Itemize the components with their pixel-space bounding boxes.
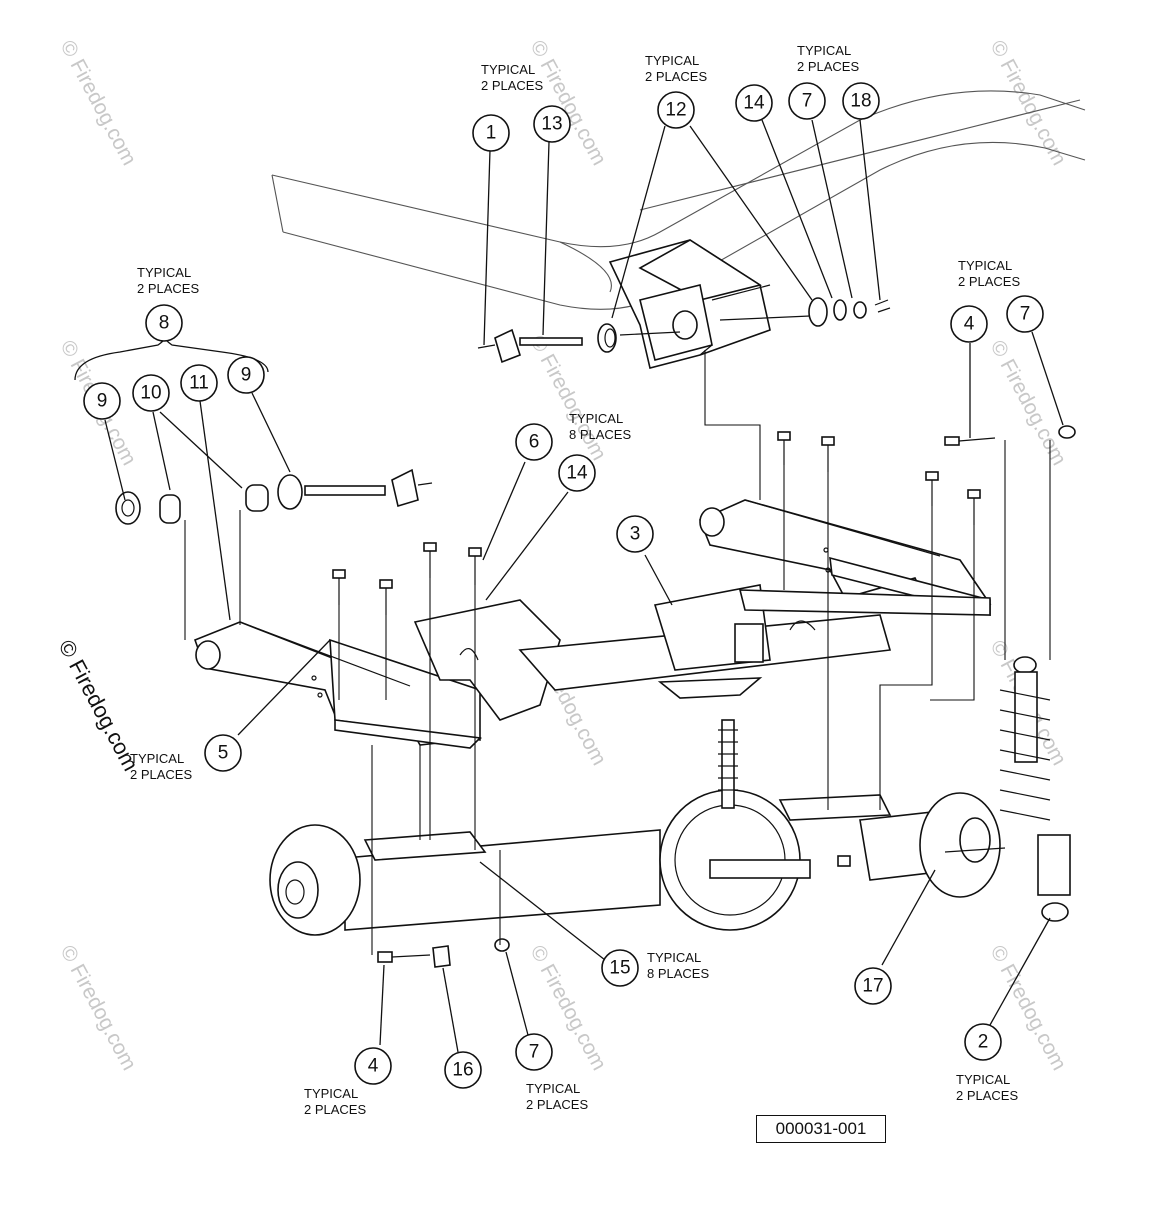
note-bottom-seven: TYPICAL 2 PLACES bbox=[526, 1081, 588, 1112]
callout-8: 8 bbox=[145, 304, 183, 342]
callout-15-number: 15 bbox=[609, 958, 630, 979]
watermark-text: © Firedog.com bbox=[986, 337, 1071, 470]
callout-16: 16 bbox=[444, 1051, 482, 1089]
callout-4-bottom: 4 bbox=[354, 1047, 392, 1085]
callout-14-mid: 14 bbox=[558, 454, 596, 492]
note-line: TYPICAL bbox=[797, 43, 851, 58]
callout-9-number: 9 bbox=[241, 365, 252, 386]
callout-3: 3 bbox=[616, 515, 654, 553]
callout-12: 12 bbox=[657, 91, 695, 129]
note-line: TYPICAL bbox=[526, 1081, 580, 1096]
note-line: 2 PLACES bbox=[958, 274, 1020, 289]
note-line: TYPICAL bbox=[647, 950, 701, 965]
callout-13-number: 13 bbox=[541, 114, 562, 135]
callout-9-right: 9 bbox=[227, 356, 265, 394]
note-line: TYPICAL bbox=[956, 1072, 1010, 1087]
callout-7-number: 7 bbox=[1020, 304, 1031, 325]
callout-2: 2 bbox=[964, 1023, 1002, 1061]
note-line: 2 PLACES bbox=[130, 767, 192, 782]
hitch-crossmember bbox=[413, 584, 991, 721]
note-line: 8 PLACES bbox=[647, 966, 709, 981]
callout-4-number: 4 bbox=[368, 1056, 379, 1077]
note-line: TYPICAL bbox=[304, 1086, 358, 1101]
u-bolt-mounting-bolts bbox=[332, 425, 1076, 968]
callout-14-number: 14 bbox=[566, 463, 588, 484]
note-top-mid: TYPICAL 2 PLACES bbox=[645, 53, 707, 84]
note-line: TYPICAL bbox=[130, 751, 184, 766]
left-spring-arm bbox=[193, 621, 482, 749]
callout-9-number: 9 bbox=[97, 391, 108, 412]
note-line: 2 PLACES bbox=[526, 1097, 588, 1112]
pivot-bolt-assembly bbox=[477, 297, 891, 364]
frame-mount-bracket bbox=[608, 239, 771, 369]
callout-16-number: 16 bbox=[452, 1060, 473, 1081]
note-line: 2 PLACES bbox=[645, 69, 707, 84]
callout-7-number: 7 bbox=[802, 91, 813, 112]
note-line: TYPICAL bbox=[569, 411, 623, 426]
callout-10: 10 bbox=[132, 374, 170, 412]
note-line: TYPICAL bbox=[958, 258, 1012, 273]
callout-4-right: 4 bbox=[950, 305, 988, 343]
callout-7-top: 7 bbox=[788, 82, 826, 120]
callout-7-right: 7 bbox=[1006, 295, 1044, 333]
note-bottom-two: TYPICAL 2 PLACES bbox=[956, 1072, 1018, 1103]
bushing-set bbox=[115, 468, 433, 525]
note-fifteen: TYPICAL 8 PLACES bbox=[647, 950, 709, 981]
vehicle-frame-outline bbox=[271, 90, 1086, 310]
note-line: 2 PLACES bbox=[481, 78, 543, 93]
note-line: 2 PLACES bbox=[137, 281, 199, 296]
callout-9-left: 9 bbox=[83, 382, 121, 420]
note-line: 2 PLACES bbox=[304, 1102, 366, 1117]
callout-8-number: 8 bbox=[159, 313, 170, 334]
note-bottom-four: TYPICAL 2 PLACES bbox=[304, 1086, 366, 1117]
callout-7-number: 7 bbox=[529, 1042, 540, 1063]
alignment-lines bbox=[184, 350, 1051, 955]
callout-12-number: 12 bbox=[665, 100, 686, 121]
note-line: 8 PLACES bbox=[569, 427, 631, 442]
note-line: 2 PLACES bbox=[797, 59, 859, 74]
callout-10-number: 10 bbox=[140, 383, 161, 404]
callout-15: 15 bbox=[601, 949, 639, 987]
note-line: TYPICAL bbox=[645, 53, 699, 68]
callout-11-number: 11 bbox=[189, 373, 209, 394]
callout-6-number: 6 bbox=[529, 432, 540, 453]
callout-14-number: 14 bbox=[743, 93, 765, 114]
note-top-right: TYPICAL 2 PLACES bbox=[797, 43, 859, 74]
callout-2-number: 2 bbox=[978, 1032, 989, 1053]
callout-11: 11 bbox=[180, 364, 218, 402]
callout-4-number: 4 bbox=[964, 314, 975, 335]
watermark-text: © Firedog.com bbox=[56, 942, 141, 1075]
watermark-text: © Firedog.com bbox=[986, 37, 1071, 170]
note-left: TYPICAL 2 PLACES bbox=[137, 265, 199, 296]
callout-5: 5 bbox=[204, 734, 242, 772]
watermark-text: © Firedog.com bbox=[986, 942, 1071, 1075]
note-line: TYPICAL bbox=[481, 62, 535, 77]
note-line: 2 PLACES bbox=[956, 1088, 1018, 1103]
callout-3-number: 3 bbox=[630, 524, 641, 545]
shock-absorber bbox=[999, 656, 1071, 922]
note-top-left: TYPICAL 2 PLACES bbox=[481, 62, 543, 93]
callout-18-number: 18 bbox=[850, 91, 871, 112]
note-mid: TYPICAL 8 PLACES bbox=[569, 411, 631, 442]
callout-14-top: 14 bbox=[735, 84, 773, 122]
watermark-text: © Firedog.com bbox=[56, 37, 141, 170]
note-five: TYPICAL 2 PLACES bbox=[130, 751, 192, 782]
callout-17: 17 bbox=[854, 967, 892, 1005]
callout-6: 6 bbox=[515, 423, 553, 461]
callout-1: 1 bbox=[472, 114, 510, 152]
callout-18: 18 bbox=[842, 82, 880, 120]
leader-lines bbox=[74, 119, 1064, 1053]
callout-7-bottom: 7 bbox=[515, 1033, 553, 1071]
callout-13: 13 bbox=[533, 105, 571, 143]
callout-5-number: 5 bbox=[218, 743, 229, 764]
note-line: TYPICAL bbox=[137, 265, 191, 280]
rear-axle bbox=[269, 719, 1001, 936]
callout-1-number: 1 bbox=[486, 123, 497, 144]
drawing-number: 000031-001 bbox=[756, 1115, 886, 1143]
note-right: TYPICAL 2 PLACES bbox=[958, 258, 1020, 289]
callout-17-number: 17 bbox=[862, 976, 883, 997]
watermark-text: © Firedog.com bbox=[526, 37, 611, 170]
